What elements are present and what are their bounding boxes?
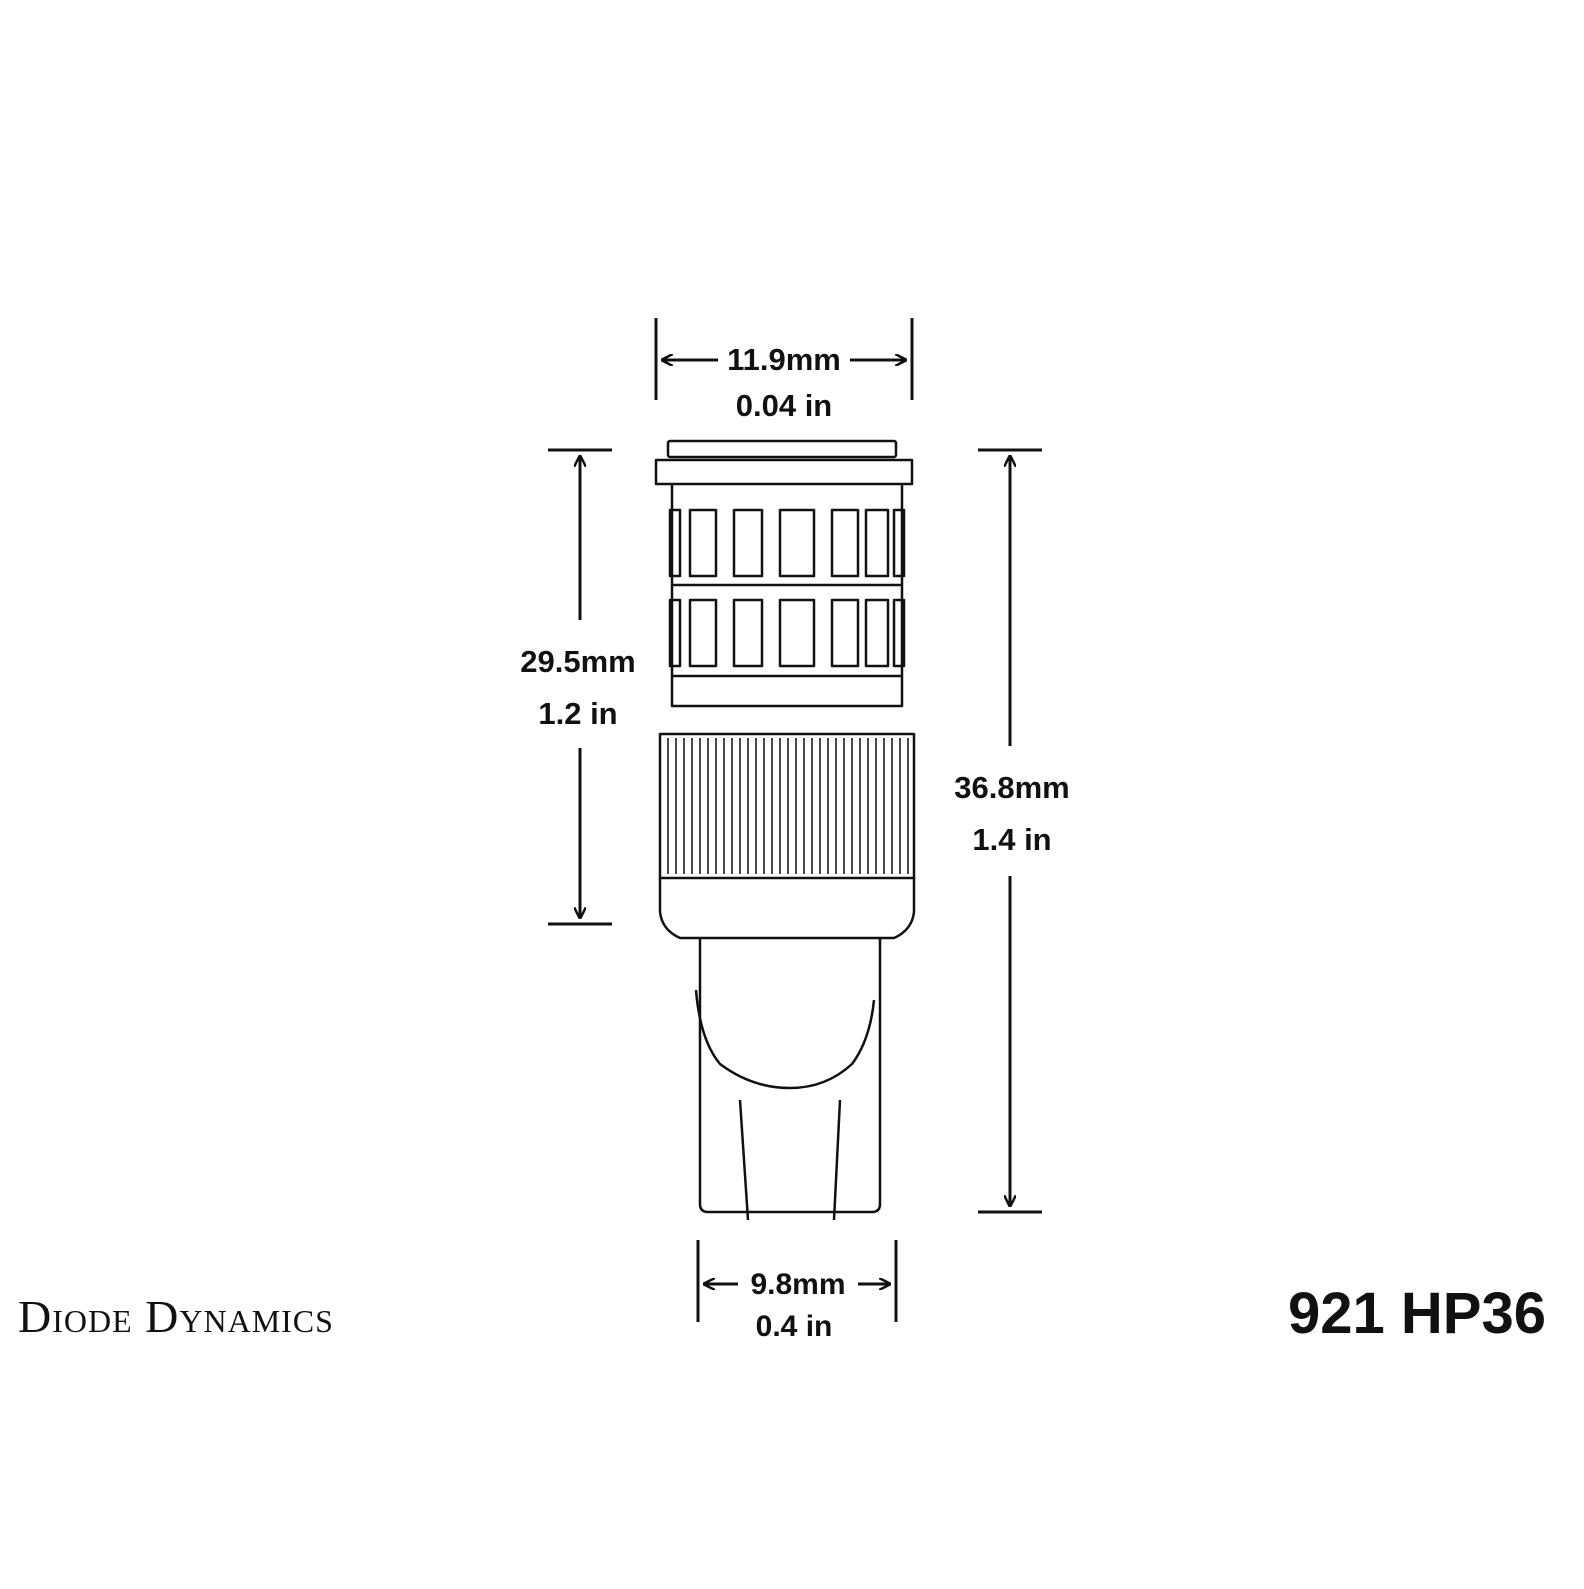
led-chip bbox=[688, 508, 718, 578]
dimension-lines bbox=[548, 318, 1042, 1322]
bulb-wedge-curve bbox=[694, 989, 876, 1090]
top-width-inch-label: 0.04 in bbox=[735, 388, 833, 423]
bulb-outline bbox=[654, 439, 916, 1221]
base-width-mm-label: 9.8mm bbox=[750, 1268, 846, 1301]
brand-logo-text: Diode Dynamics bbox=[18, 1291, 334, 1342]
bulb-top-cap bbox=[666, 439, 898, 459]
led-chip bbox=[732, 508, 764, 578]
led-chip bbox=[864, 508, 890, 578]
led-chip bbox=[732, 598, 764, 668]
led-chip bbox=[892, 598, 906, 668]
led-chip bbox=[688, 598, 718, 668]
overall-height-mm-label: 36.8mm bbox=[954, 770, 1070, 805]
top-width-mm-label: 11.9mm bbox=[727, 342, 841, 377]
bulb-top-flange bbox=[654, 458, 914, 486]
led-row-2 bbox=[668, 598, 906, 668]
body-height-inch-label: 1.2 in bbox=[538, 696, 618, 731]
led-chip bbox=[830, 598, 860, 668]
body-height-mm-label: 29.5mm bbox=[520, 644, 636, 679]
led-chip bbox=[830, 508, 860, 578]
knurl-lines bbox=[667, 738, 909, 874]
led-chip bbox=[668, 598, 682, 668]
model-number: 921 HP36 bbox=[1288, 1281, 1546, 1346]
base-lead bbox=[832, 1099, 842, 1221]
led-chip bbox=[778, 508, 816, 578]
bulb-wedge-base bbox=[698, 938, 882, 1214]
overall-height-inch-label: 1.4 in bbox=[972, 822, 1052, 857]
base-width-inch-label: 0.4 in bbox=[755, 1310, 833, 1343]
base-lead bbox=[738, 1099, 750, 1221]
led-chip bbox=[668, 508, 682, 578]
led-row-1 bbox=[668, 508, 906, 578]
led-chip bbox=[778, 598, 816, 668]
led-chip bbox=[892, 508, 906, 578]
led-chip bbox=[864, 598, 890, 668]
bulb-led-body bbox=[670, 484, 904, 708]
bulb-lower-ring bbox=[658, 878, 916, 940]
